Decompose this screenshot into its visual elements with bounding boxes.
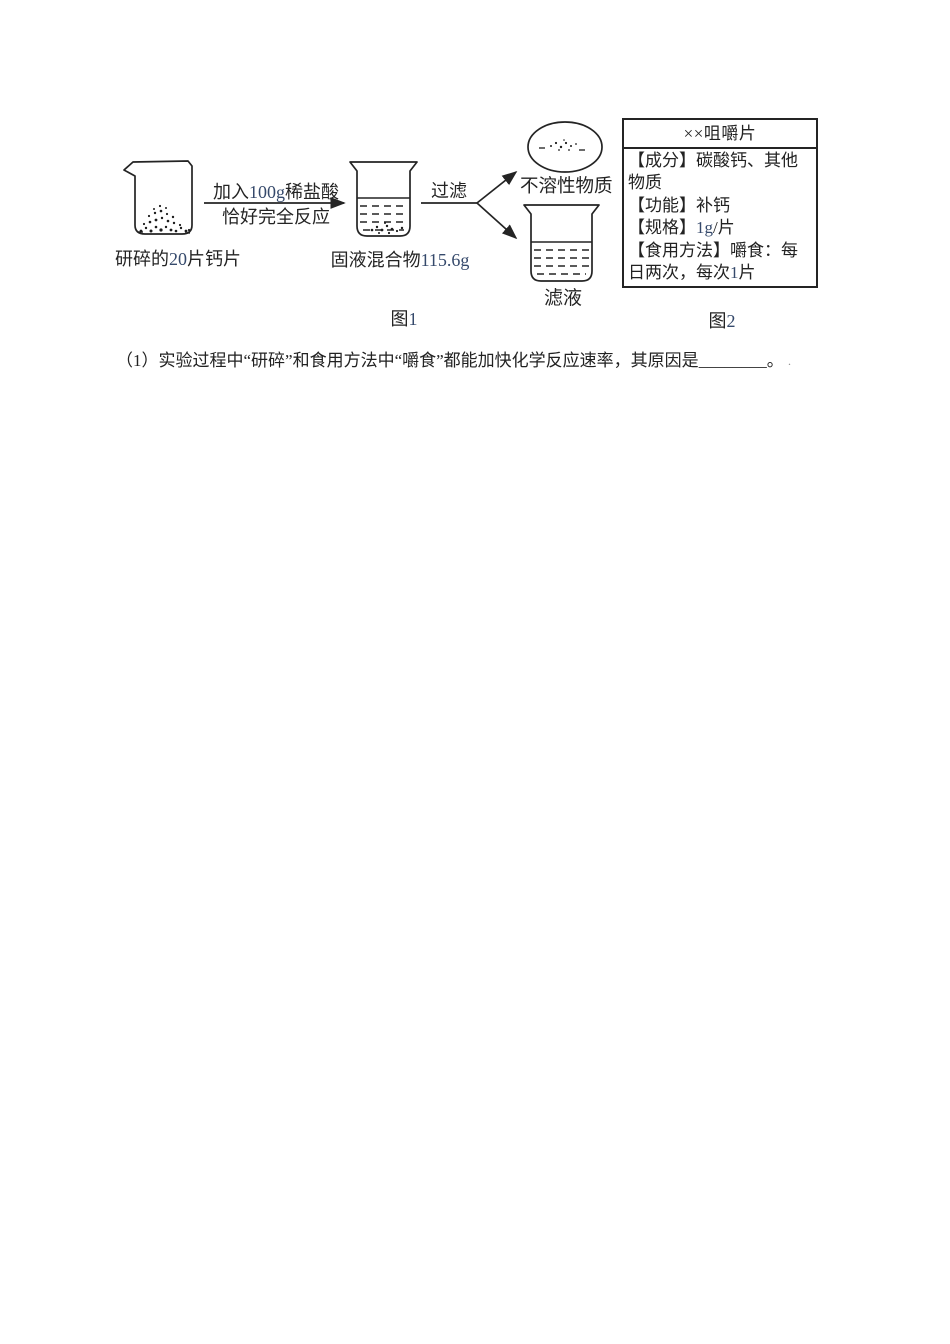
figure1-caption: 图1	[391, 309, 418, 329]
question-1: （1）实验过程中“研碎”和食用方法中“嚼食”都能加快化学反应速率，其原因是___…	[116, 349, 836, 373]
label-run: 稀盐酸	[285, 182, 339, 202]
figure2-caption: 图2	[709, 311, 736, 331]
insoluble-label: 不溶性物质	[520, 176, 613, 197]
label-run: 20	[169, 249, 187, 269]
label-run: 100g	[249, 182, 285, 202]
figure1-diagram: 研碎的20片钙片 加入100g稀盐酸 恰好完全反应 固液混合物115.6g 过滤	[115, 121, 736, 331]
label-run: 图	[709, 311, 727, 331]
branch-arrow-up	[476, 170, 518, 204]
filtrate-liquid-dashes	[534, 249, 589, 275]
particles-crushed-tablets	[138, 204, 191, 234]
label-run: 固液混合物	[331, 250, 421, 270]
infobox-body: 【成分】碳酸钙、其他物质 【功能】补钙 【规格】1g/片 【食用方法】嚼食：每日…	[624, 149, 816, 284]
beaker-crushed-tablets	[123, 160, 193, 235]
reaction-arrow-label-bottom: 恰好完全反应	[222, 207, 330, 227]
label-run: 115.6g	[421, 250, 470, 270]
label-run: 2	[727, 311, 736, 331]
beaker-mixture	[349, 161, 418, 237]
stray-dot: .	[787, 354, 791, 368]
label-run: 片钙片	[187, 249, 241, 269]
label-run: 1	[409, 309, 418, 329]
label-run: /片	[713, 218, 735, 238]
mixture-label: 固液混合物115.6g	[331, 250, 470, 270]
beaker-filtrate	[523, 204, 600, 282]
reaction-arrow-label-top: 加入100g稀盐酸	[213, 182, 339, 202]
label-run: 【食用方法】嚼食：每日两次，每次	[628, 240, 798, 283]
filtrate-label: 滤液	[544, 287, 582, 309]
particles-insoluble	[539, 139, 585, 151]
infobox-title: ××咀嚼片	[624, 120, 816, 149]
figure2-infobox: ××咀嚼片 【成分】碳酸钙、其他物质 【功能】补钙 【规格】1g/片 【食用方法…	[622, 118, 818, 288]
infobox-function: 【功能】补钙	[628, 195, 730, 215]
infobox-spec: 【规格】1g/片	[628, 217, 814, 239]
branch-arrow-down	[476, 202, 518, 240]
question-text: 实验过程中“研碎”和食用方法中“嚼食”都能加快化学反应速率，其原因是	[158, 351, 699, 370]
label-run: 1	[730, 263, 739, 283]
label-run: 片	[738, 263, 756, 283]
crushed-tablets-label: 研碎的20片钙片	[115, 249, 241, 269]
label-run: 研碎的	[115, 249, 169, 269]
filter-label: 过滤	[431, 181, 467, 201]
insoluble-ellipse	[527, 121, 603, 173]
infobox-ingredients: 【成分】碳酸钙、其他物质	[628, 151, 798, 193]
question-number: （1）	[116, 351, 159, 370]
label-run: 图	[391, 309, 409, 329]
question-blank: ________	[698, 351, 767, 370]
label-run: 1g	[696, 218, 713, 238]
particles-mixture	[370, 222, 404, 235]
mixture-liquid-dashes	[360, 205, 407, 231]
label-run: 【规格】	[628, 218, 696, 238]
infobox-usage: 【食用方法】嚼食：每日两次，每次1片	[628, 240, 814, 285]
question-period: 。	[766, 351, 784, 370]
label-run: 加入	[213, 182, 249, 202]
